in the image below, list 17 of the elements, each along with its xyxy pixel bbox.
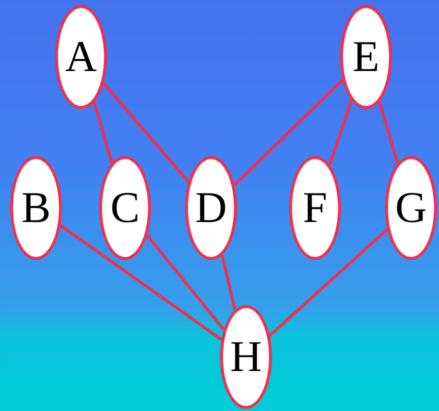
- connector-line: [220, 254, 236, 310]
- ellipse-node: [340, 5, 392, 109]
- node-label: C: [110, 186, 140, 230]
- connector-line: [60, 224, 222, 341]
- connector-line: [92, 102, 114, 164]
- connector-line: [146, 234, 226, 331]
- node-label: A: [65, 35, 97, 79]
- node-label: D: [195, 186, 227, 230]
- connector-line: [102, 82, 190, 183]
- node-label: B: [21, 186, 51, 230]
- connector-line: [328, 100, 353, 166]
- node-label: F: [302, 186, 328, 230]
- node-label: G: [395, 186, 427, 230]
- ellipse-node: [99, 156, 151, 260]
- node-label: H: [230, 335, 262, 379]
- connector-line: [378, 101, 400, 164]
- node-label: E: [352, 35, 380, 79]
